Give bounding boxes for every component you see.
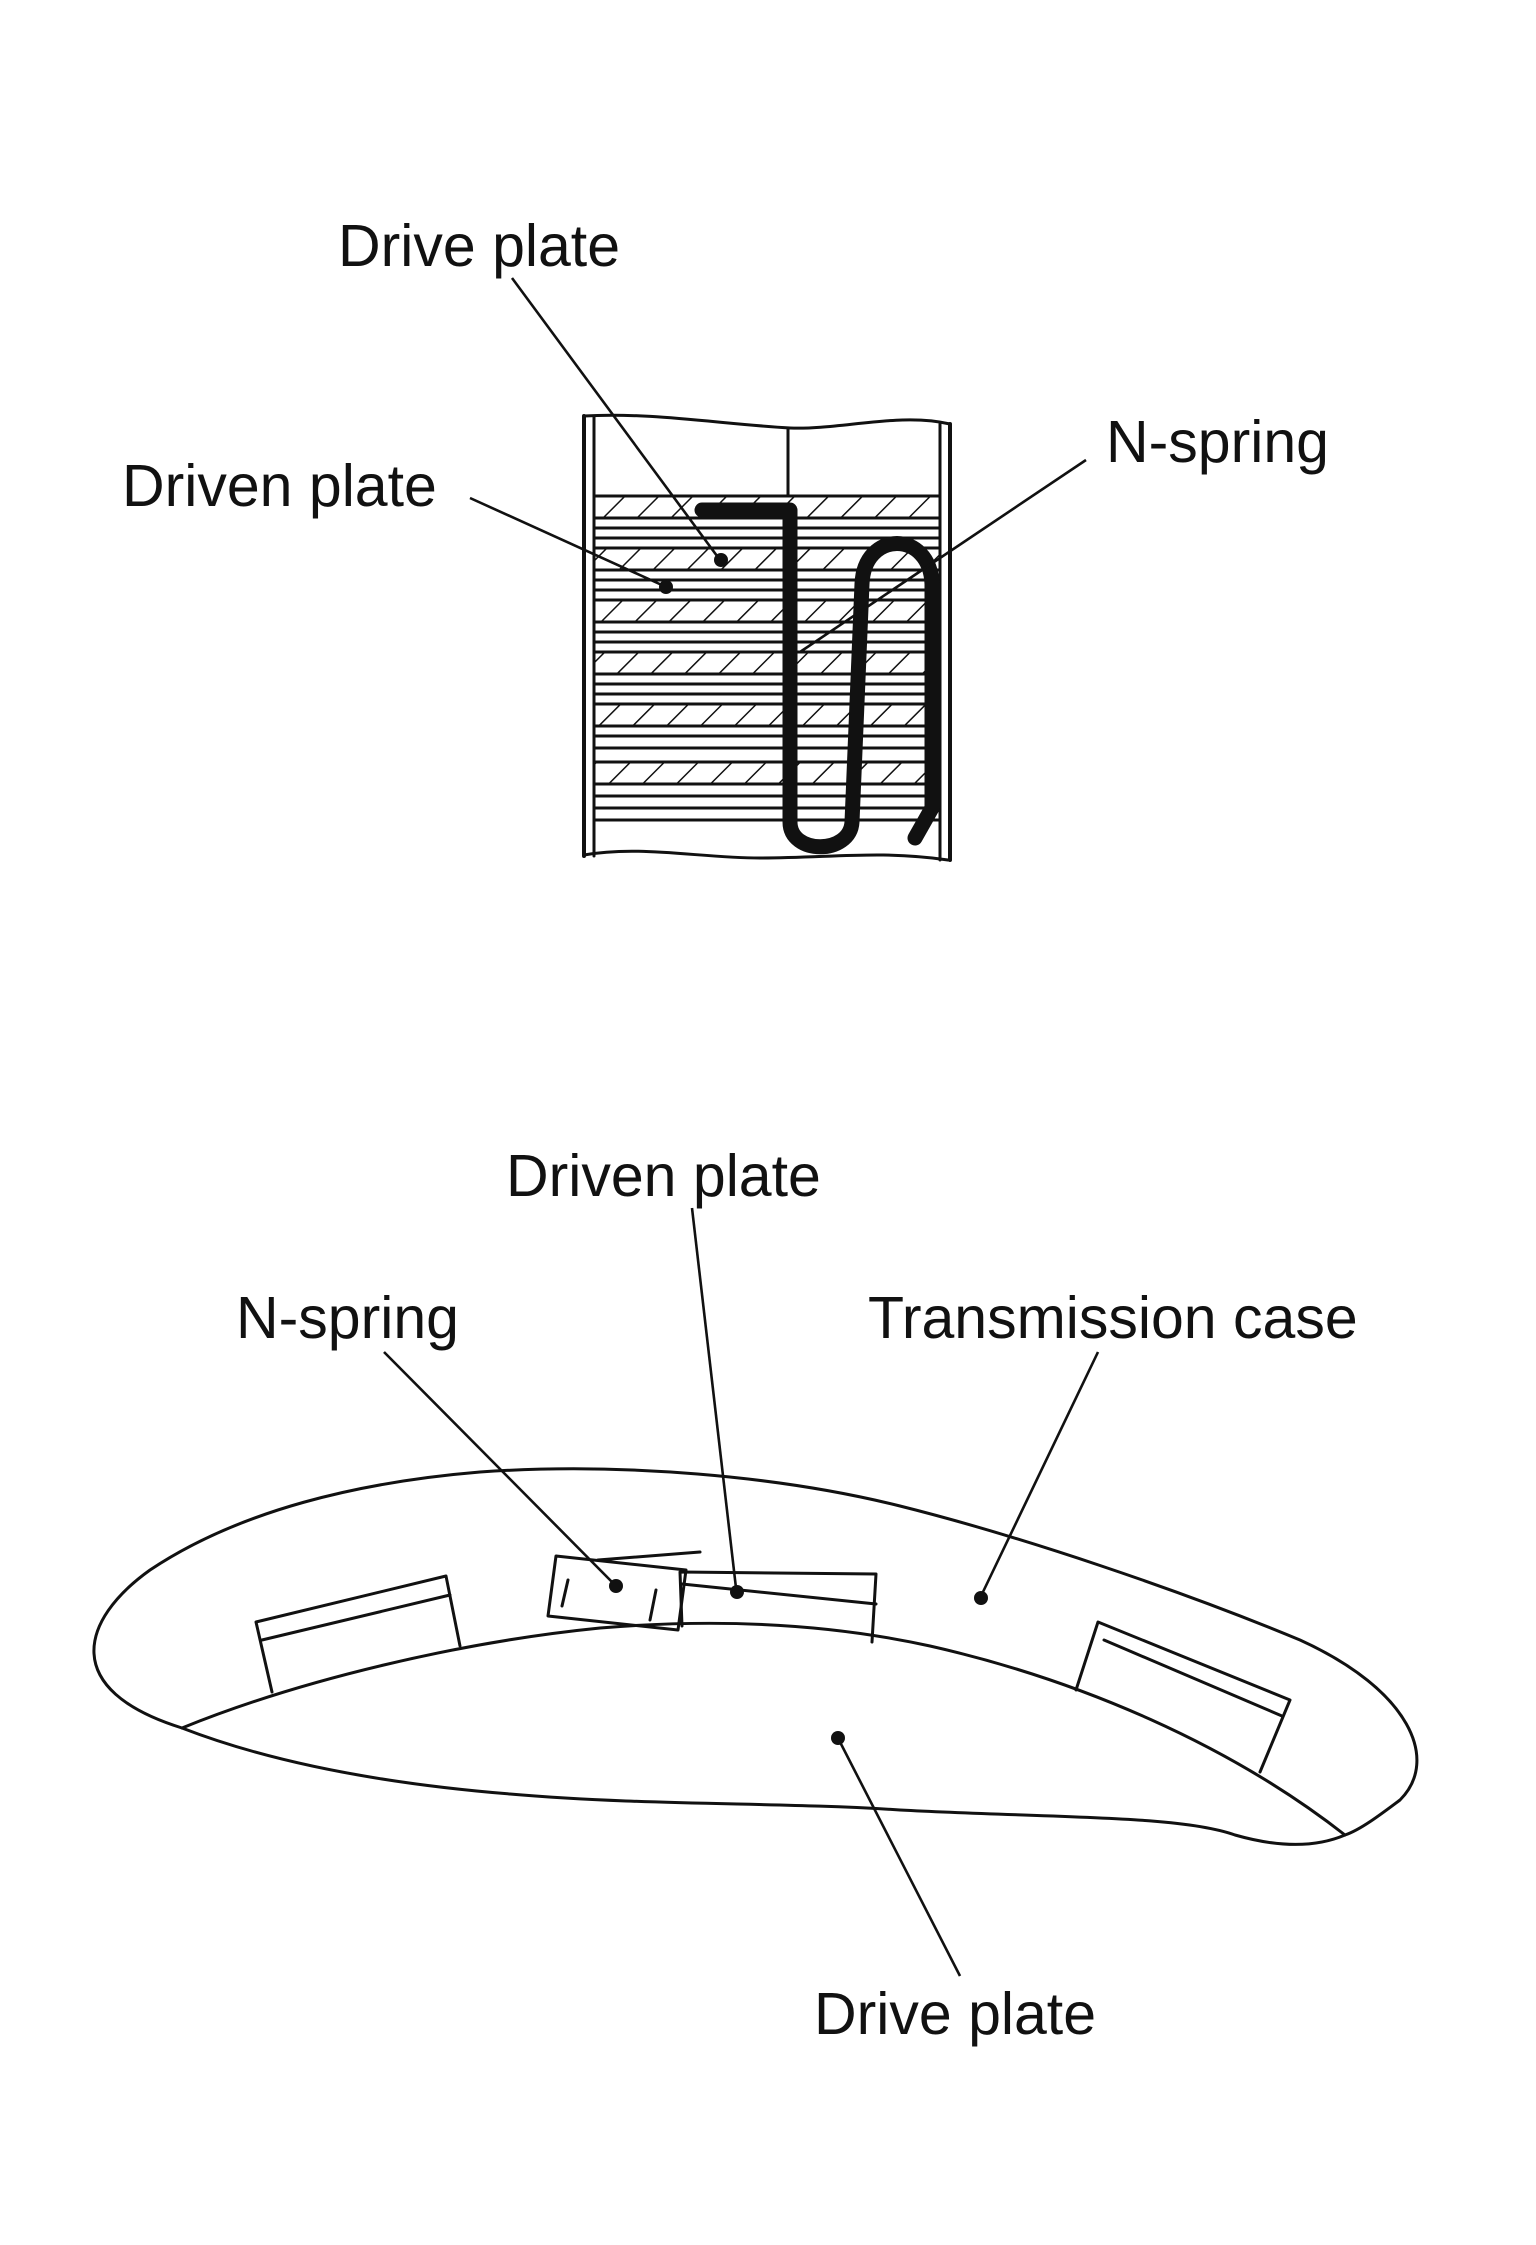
driven-plates (592, 526, 942, 822)
label-driven-plate-bottom: Driven plate (506, 1143, 821, 1209)
clutch-pack-section (582, 413, 952, 862)
drive-plate-6 (592, 760, 942, 786)
drive-plate-5 (592, 702, 942, 728)
drive-plate-3 (592, 598, 942, 624)
label-drive-plate-top: Drive plate (338, 213, 620, 279)
leader-n-spring-bottom (383, 1351, 615, 1585)
dot-n-spring-bottom (609, 1579, 623, 1593)
label-n-spring-bottom: N-spring (236, 1285, 459, 1351)
leader-drive-plate-top (510, 277, 722, 561)
dot-drive-plate-bottom (831, 1731, 845, 1745)
label-drive-plate-bottom: Drive plate (814, 1981, 1096, 2047)
leader-n-spring-top (799, 458, 1087, 654)
leader-driven-plate-bottom (690, 1207, 738, 1589)
driven-plate-tab-right (1074, 1620, 1292, 1774)
dot-transmission-case (974, 1591, 988, 1605)
dot-drive-plate-top (714, 553, 728, 567)
transmission-case-view (92, 1467, 1419, 1846)
label-n-spring-top: N-spring (1106, 409, 1329, 475)
label-driven-plate-top: Driven plate (122, 453, 437, 519)
leader-drive-plate-bottom (838, 1741, 962, 1977)
transmission-case-outline (92, 1467, 1419, 1846)
leader-driven-plate-top (469, 496, 665, 588)
dot-driven-plate-top (659, 580, 673, 594)
leader-transmission-case (980, 1351, 1100, 1595)
drive-plate-inner-edge (180, 1621, 1347, 1837)
drive-plate-4 (592, 650, 942, 676)
label-transmission-case: Transmission case (868, 1285, 1358, 1351)
dot-driven-plate-bottom (730, 1585, 744, 1599)
n-spring-clip (546, 1554, 688, 1632)
driven-plate-tab-left (254, 1574, 462, 1694)
n-spring-wire (694, 502, 940, 855)
